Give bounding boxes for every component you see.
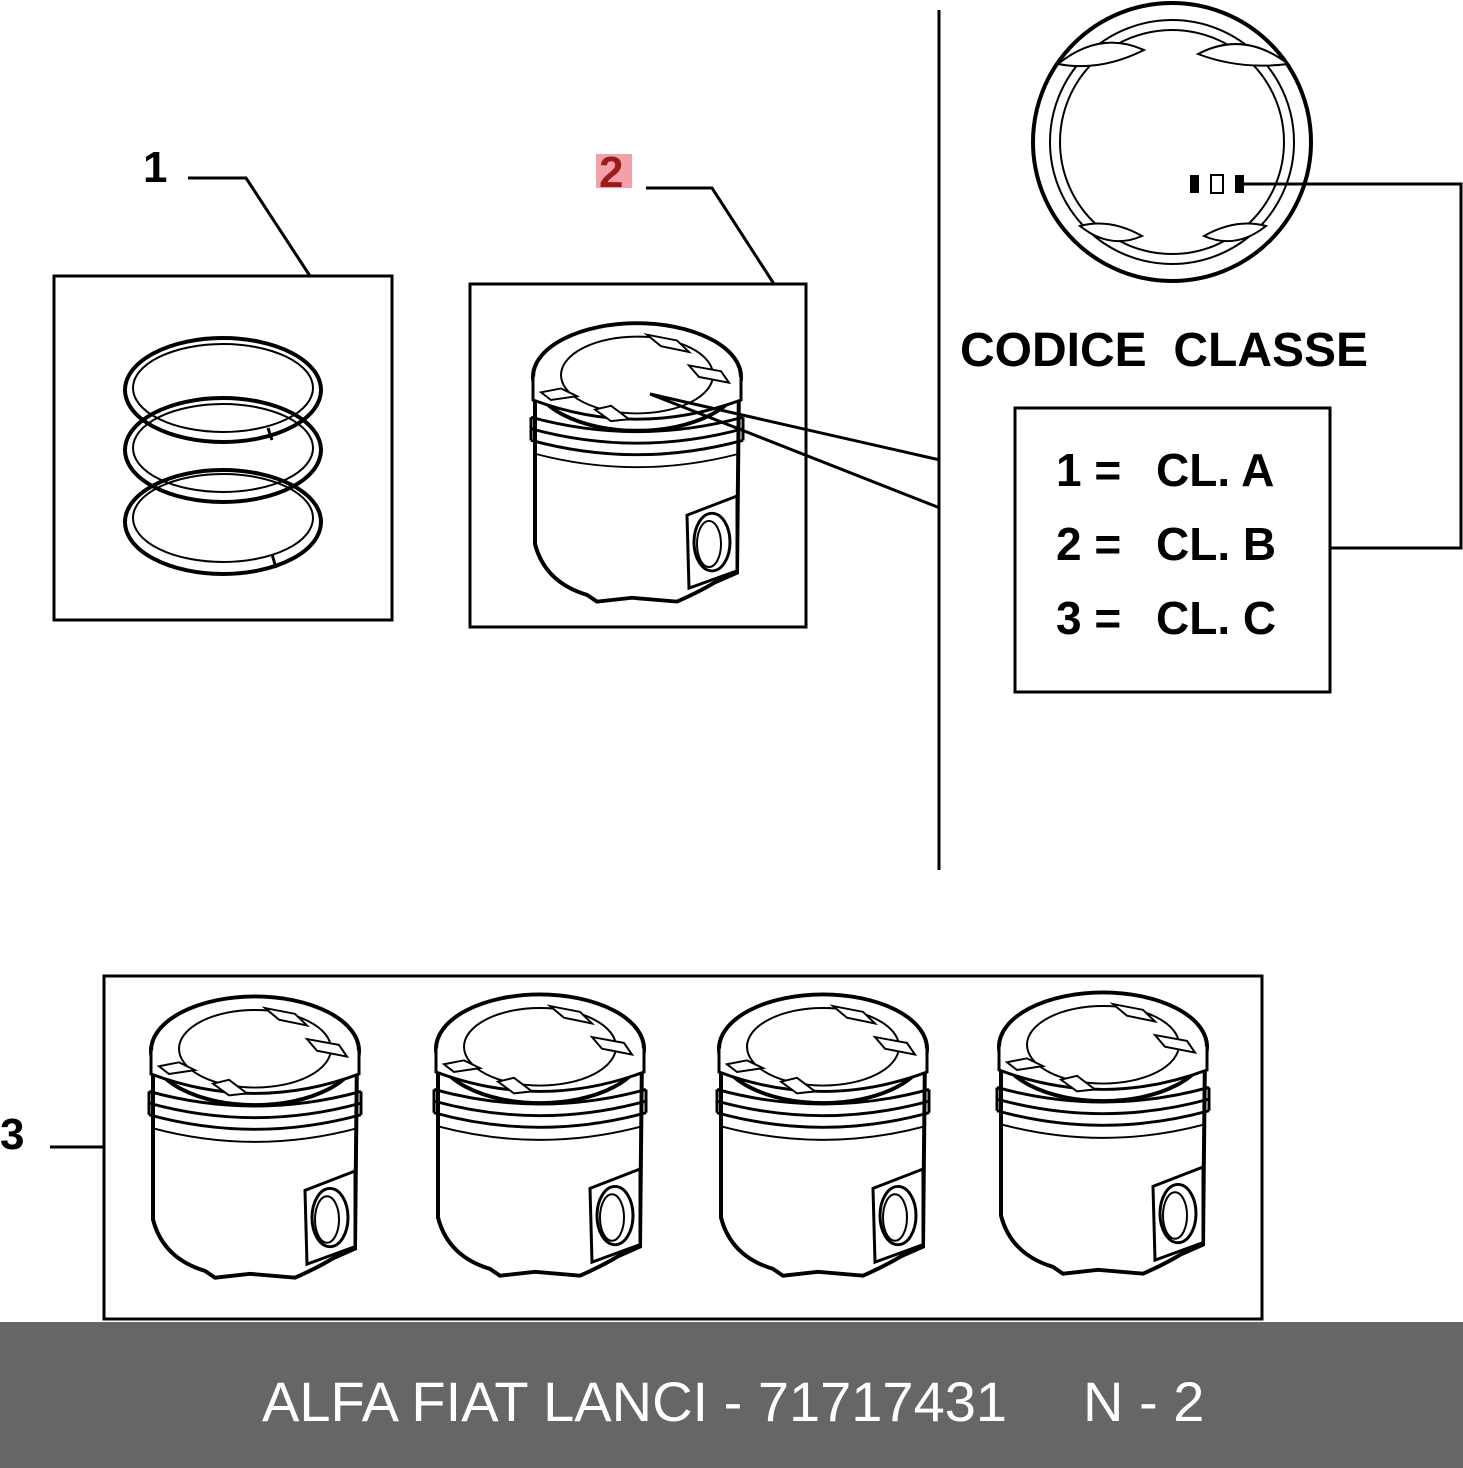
- piston-set-item-3: [715, 992, 931, 1278]
- class-row-3-code: 3 =: [1056, 592, 1121, 644]
- footer-page-number: N - 2: [1083, 1370, 1205, 1433]
- callout-2[interactable]: 2: [596, 148, 776, 285]
- ring-middle: [123, 396, 323, 504]
- callout-1-label: 1: [143, 143, 167, 192]
- piston-drawing: [529, 321, 745, 604]
- footer-title: ALFA FIAT LANCI - 71717431: [262, 1370, 1008, 1433]
- piston-set-item-4: [995, 990, 1211, 1276]
- class-row-3-class: CL. C: [1156, 592, 1276, 644]
- callout-3-label: 3: [0, 1110, 24, 1159]
- piston-set: [102, 974, 1264, 1321]
- callout-1-leader: [188, 176, 312, 277]
- footer-bar: [0, 1322, 1463, 1468]
- piston-crown-detail: [1031, 1, 1463, 550]
- piston-set-item-1: [147, 994, 363, 1280]
- class-row-1-code: 1 =: [1056, 444, 1121, 496]
- class-row-2-class: CL. B: [1156, 518, 1276, 570]
- ring-top: [123, 336, 323, 444]
- callout-2-highlight: [596, 154, 632, 188]
- callout-1: 1: [143, 143, 312, 277]
- callout-2-leader: [646, 186, 776, 285]
- ring-bottom: [123, 468, 323, 576]
- class-row-1-class: CL. A: [1156, 444, 1274, 496]
- class-code-frame: [1013, 406, 1332, 694]
- class-mark: [1190, 174, 1244, 194]
- class-row-2-code: 2 =: [1056, 518, 1121, 570]
- piston-ring-set: [52, 274, 394, 622]
- callout-2-label: 2: [599, 148, 623, 197]
- piston-set-item-2: [432, 992, 648, 1278]
- class-mark-leader: [1244, 182, 1463, 550]
- class-code-table: 1 = CL. A 2 = CL. B 3 = CL. C: [1013, 406, 1332, 694]
- ring-set-frame: [52, 274, 394, 622]
- detail-pointer: [649, 392, 941, 510]
- callout-3: 3: [0, 1110, 104, 1159]
- piston-single: [468, 282, 808, 629]
- class-code-heading: CODICE CLASSE: [960, 324, 1368, 377]
